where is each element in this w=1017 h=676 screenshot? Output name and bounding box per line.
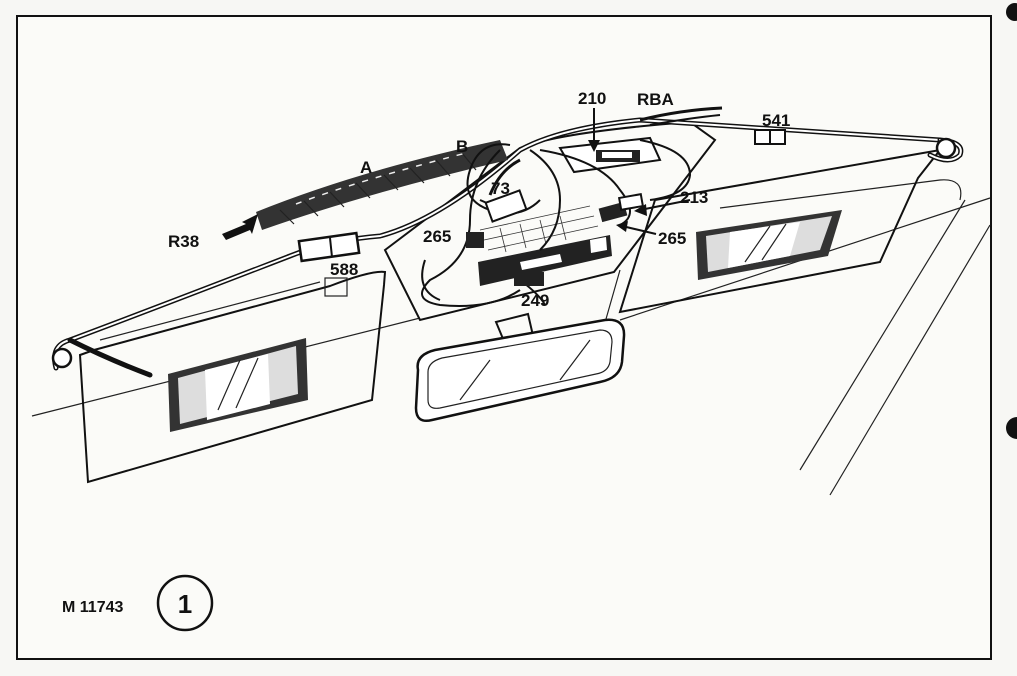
right-vanity-mirror [696, 210, 842, 280]
connector-541 [754, 129, 786, 145]
right-sun-visor [618, 148, 943, 314]
console-grid [479, 205, 599, 253]
callout-213: 213 [680, 188, 708, 207]
callout-b: B [456, 137, 468, 156]
binder-hole-bottom [1006, 417, 1017, 439]
callout-210: 210 [578, 89, 606, 108]
figure-reference-id: M 11743 [62, 599, 123, 616]
rear-view-mirror [414, 312, 626, 422]
callout-265-left: 265 [423, 227, 451, 246]
binder-hole-top [1006, 3, 1017, 21]
callout-a: A [360, 158, 372, 177]
component-213 [617, 193, 645, 211]
component-249 [514, 272, 544, 286]
callout-rba: RBA [637, 90, 674, 109]
component-265-left [466, 232, 484, 248]
connector-588 [297, 231, 361, 263]
callout-265-right: 265 [658, 229, 686, 248]
left-sun-visor [78, 270, 387, 484]
wiring-harness [51, 106, 964, 378]
figure-number-circle [156, 574, 214, 632]
callout-588: 588 [330, 260, 358, 279]
callout-r38: R38 [168, 232, 199, 251]
callout-541: 541 [762, 111, 790, 130]
callout-249: 249 [521, 291, 549, 310]
taped-harness-section [256, 140, 508, 230]
component-73 [484, 189, 528, 223]
left-vanity-mirror [168, 338, 308, 432]
figure-number: 1 [178, 589, 192, 619]
callout-73: 73 [491, 179, 510, 198]
leader-arrows [222, 108, 691, 240]
wire-bundle [421, 139, 692, 307]
